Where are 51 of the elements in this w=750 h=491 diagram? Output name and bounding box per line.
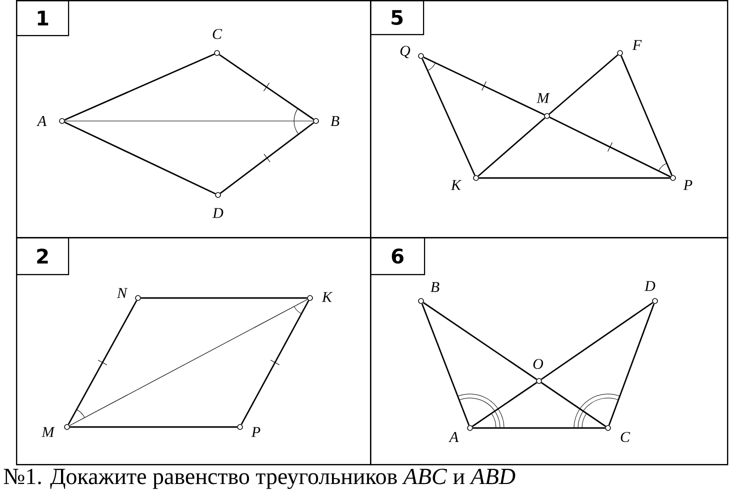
point-label: C <box>620 432 630 442</box>
figure-number: 2 <box>16 237 70 276</box>
line-segment <box>70 426 238 428</box>
point-label: A <box>36 116 47 126</box>
line-segment <box>478 117 546 177</box>
line-segment <box>220 122 314 194</box>
point-label: D <box>212 208 224 218</box>
panel-frame <box>370 237 728 466</box>
point-label: D <box>644 281 656 291</box>
point-label: B <box>330 116 340 126</box>
panel-frame <box>370 0 728 238</box>
point-label: A <box>448 432 459 442</box>
line-segment <box>478 177 670 179</box>
line-segment <box>472 382 537 427</box>
line-segment <box>423 302 537 380</box>
figure-number: 6 <box>370 237 426 276</box>
point-label: Q <box>400 46 410 58</box>
line-segment <box>423 56 545 116</box>
line-segment <box>608 303 655 426</box>
panel-frame <box>16 237 372 466</box>
point-label: N <box>116 288 128 298</box>
line-segment <box>472 427 606 429</box>
line-segment <box>421 303 470 426</box>
point-label: M <box>42 427 55 437</box>
panel-frame <box>16 0 372 238</box>
point-label: C <box>212 28 222 40</box>
line-segment <box>68 300 138 425</box>
point-label: P <box>251 427 260 437</box>
line-segment <box>64 54 215 120</box>
figure-number: 1 <box>16 0 70 36</box>
caption-text: №1. Докажите равенство треугольников ABC и ABD <box>4 468 516 489</box>
line-segment <box>541 382 606 427</box>
line-segment <box>240 300 310 425</box>
line-segment <box>549 116 671 178</box>
line-segment <box>219 54 314 120</box>
point-label: B <box>430 282 440 292</box>
line-segment <box>64 122 216 194</box>
point-label: M <box>536 93 550 103</box>
line-segment <box>422 58 476 176</box>
line-segment <box>140 297 308 299</box>
line-segment <box>69 299 308 426</box>
point-label: F <box>632 40 642 50</box>
point-label: P <box>683 180 692 190</box>
line-segment <box>64 120 314 122</box>
figure-number: 5 <box>370 0 424 36</box>
point-label: K <box>450 180 462 190</box>
point-label: K <box>322 292 333 302</box>
point-label: O <box>533 358 544 370</box>
line-segment <box>620 55 673 176</box>
line-segment <box>541 302 654 380</box>
line-segment <box>548 54 618 115</box>
